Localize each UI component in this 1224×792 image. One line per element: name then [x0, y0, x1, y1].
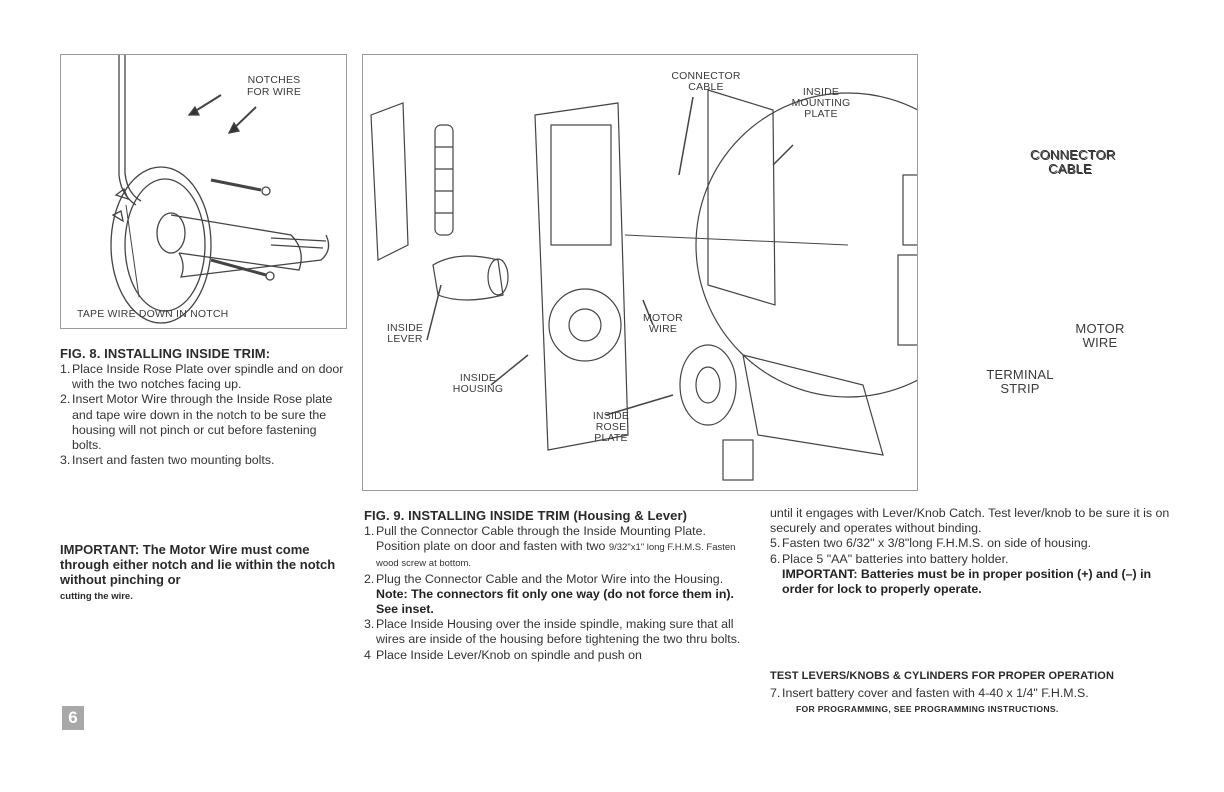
callout-inside-lever: INSIDE LEVER [386, 322, 424, 345]
callout-inside-mounting-plate: INSIDE MOUNTING PLATE [791, 86, 851, 120]
callout-inside-rose-plate: INSIDE ROSE PLATE [592, 410, 630, 444]
callout-inset-connector-cable: CONNECTOR CABLE [1031, 148, 1117, 177]
fig9-caption: FIG. 9. INSTALLING INSIDE TRIM (Housing … [364, 508, 688, 523]
fig9-step-4-continued: until it engages with Lever/Knob Catch. … [770, 506, 1170, 536]
figure-9-illustration: CONNECTOR CABLE INSIDE MOUNTING PLATE CO… [362, 54, 1116, 491]
fig9-step-5: 5.Fasten two 6/32" x 3/8"long F.H.M.S. o… [770, 536, 1092, 551]
motor-wire-line [118, 55, 137, 206]
fig9-step-6: 6.Place 5 "AA" batteries into battery ho… [770, 551, 1152, 597]
fig8-caption: FIG. 8. INSTALLING INSIDE TRIM: [60, 346, 271, 361]
figure-9-drawing [370, 89, 917, 481]
callout-inset-motor-wire: MOTOR WIRE [1075, 321, 1125, 350]
callout-terminal-strip: TERMINAL STRIP [986, 367, 1054, 396]
figure-8-drawing [110, 55, 330, 324]
battery-cover-outline [370, 102, 409, 261]
fig8-important-note: IMPORTANT: The Motor Wire must come thro… [60, 542, 336, 602]
test-levers-heading: TEST LEVERS/KNOBS & CYLINDERS FOR PROPER… [770, 670, 1114, 682]
callout-tape-wire: TAPE WIRE DOWN IN NOTCH [77, 308, 229, 320]
inside-lever-outline [432, 255, 504, 301]
programming-note: FOR PROGRAMMING, SEE PROGRAMMING INSTRUC… [796, 704, 1059, 714]
figure-8-illustration: NOTCHES FOR WIRE TAPE WIRE DOWN IN NOTCH [60, 54, 347, 329]
fig8-step-3: 3.Insert and fasten two mounting bolts. [60, 453, 275, 468]
fig9-step-2: 2.Plug the Connector Cable and the Motor… [364, 571, 734, 617]
fig9-steps-col1: 1.Pull the Connector Cable through the I… [364, 524, 752, 663]
fig8-step-2: 2.Insert Motor Wire through the Inside R… [60, 392, 333, 453]
inside-housing-outline [534, 102, 629, 451]
fig9-step-3: 3.Place Inside Housing over the inside s… [364, 617, 741, 647]
fig9-step-1: 1.Pull the Connector Cable through the I… [364, 524, 736, 570]
fig9-steps-col2: until it engages with Lever/Knob Catch. … [770, 506, 1172, 597]
callout-inset-connector-cable-2: CONNECTOR CABLE [1030, 147, 1116, 176]
callout-connector-cable: CONNECTOR CABLE [671, 70, 741, 93]
callout-motor-wire: MOTOR WIRE [643, 312, 683, 335]
callout-inside-housing: INSIDE HOUSING [452, 372, 504, 395]
fig8-step-1: 1.Place Inside Rose Plate over spindle a… [60, 362, 344, 392]
rose-plate-outline [679, 344, 737, 426]
fig8-steps: 1.Place Inside Rose Plate over spindle a… [60, 362, 348, 468]
fig9-step-7: 7.Insert battery cover and fasten with 4… [770, 686, 1089, 700]
rose-plate-outline [110, 166, 212, 324]
callout-notches: NOTCHES [247, 74, 301, 86]
page-number: 6 [62, 706, 84, 730]
fig9-steps-col3: 7.Insert battery cover and fasten with 4… [770, 686, 1172, 701]
callout-for-wire: FOR WIRE [246, 86, 302, 98]
connector-inset-circle [695, 92, 917, 398]
mounting-plate-outline [707, 89, 776, 306]
